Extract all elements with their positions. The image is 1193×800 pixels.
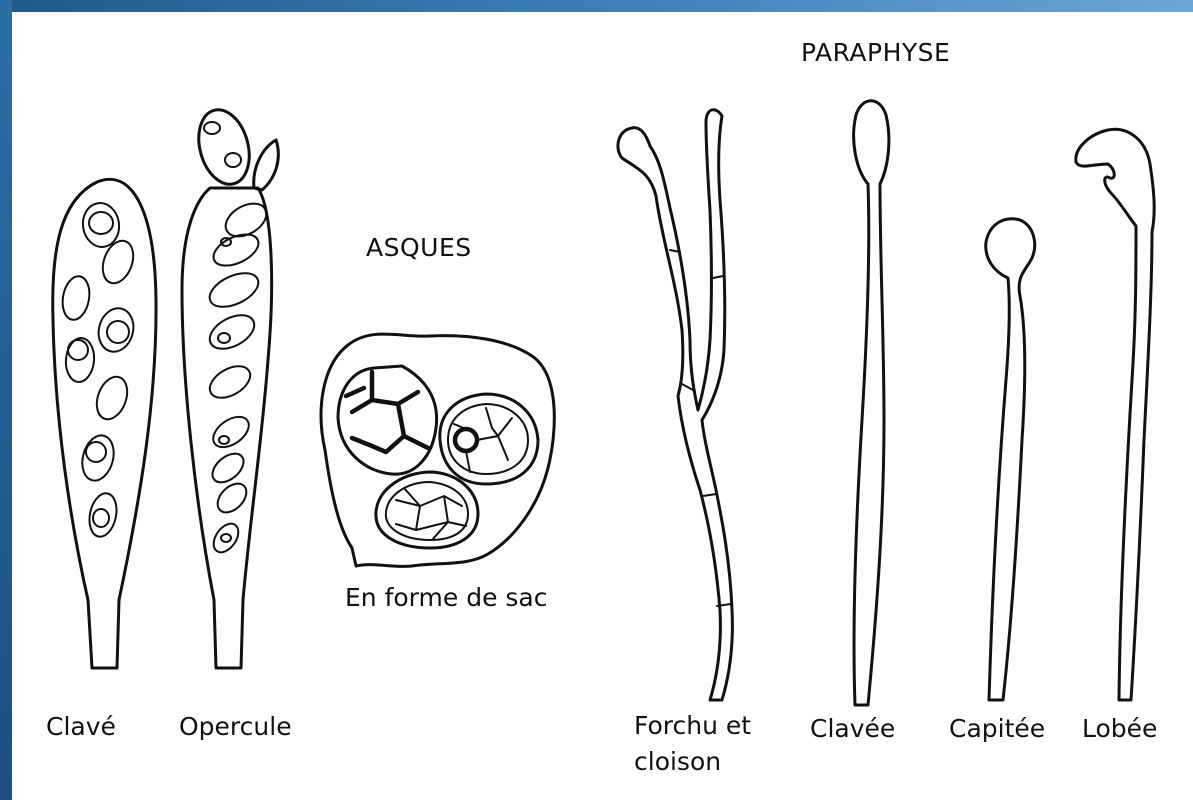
spore-right	[440, 394, 538, 484]
spore-left	[338, 366, 437, 474]
paraphyse-capitee	[986, 219, 1035, 700]
paraphyse-lobee	[1076, 129, 1154, 700]
diagram-canvas: PARAPHYSE ASQUES En forme de sac Clavé O…	[12, 12, 1193, 800]
top-border	[0, 0, 1193, 12]
left-border	[0, 0, 12, 800]
forchu-label-line2: cloison	[634, 747, 721, 776]
clave-ascus	[53, 179, 156, 668]
capitee-label: Capitée	[949, 714, 1045, 743]
clavee-label: Clavée	[810, 714, 895, 743]
spore-bottom	[376, 472, 478, 548]
paraphyse-heading: PARAPHYSE	[801, 38, 950, 67]
asci-paraphyses-diagram: PARAPHYSE ASQUES En forme de sac Clavé O…	[12, 12, 1193, 800]
sac-label: En forme de sac	[345, 583, 548, 612]
sac-ascus	[321, 334, 554, 566]
opercule-ascus	[182, 104, 278, 668]
opercule-label: Opercule	[179, 712, 292, 741]
lobee-label: Lobée	[1082, 714, 1157, 743]
paraphyse-forchu	[618, 110, 732, 700]
paraphyse-clavee	[854, 101, 889, 705]
forchu-label-line1: Forchu et	[634, 711, 751, 740]
clave-label: Clavé	[46, 712, 116, 741]
asques-heading: ASQUES	[366, 233, 472, 262]
